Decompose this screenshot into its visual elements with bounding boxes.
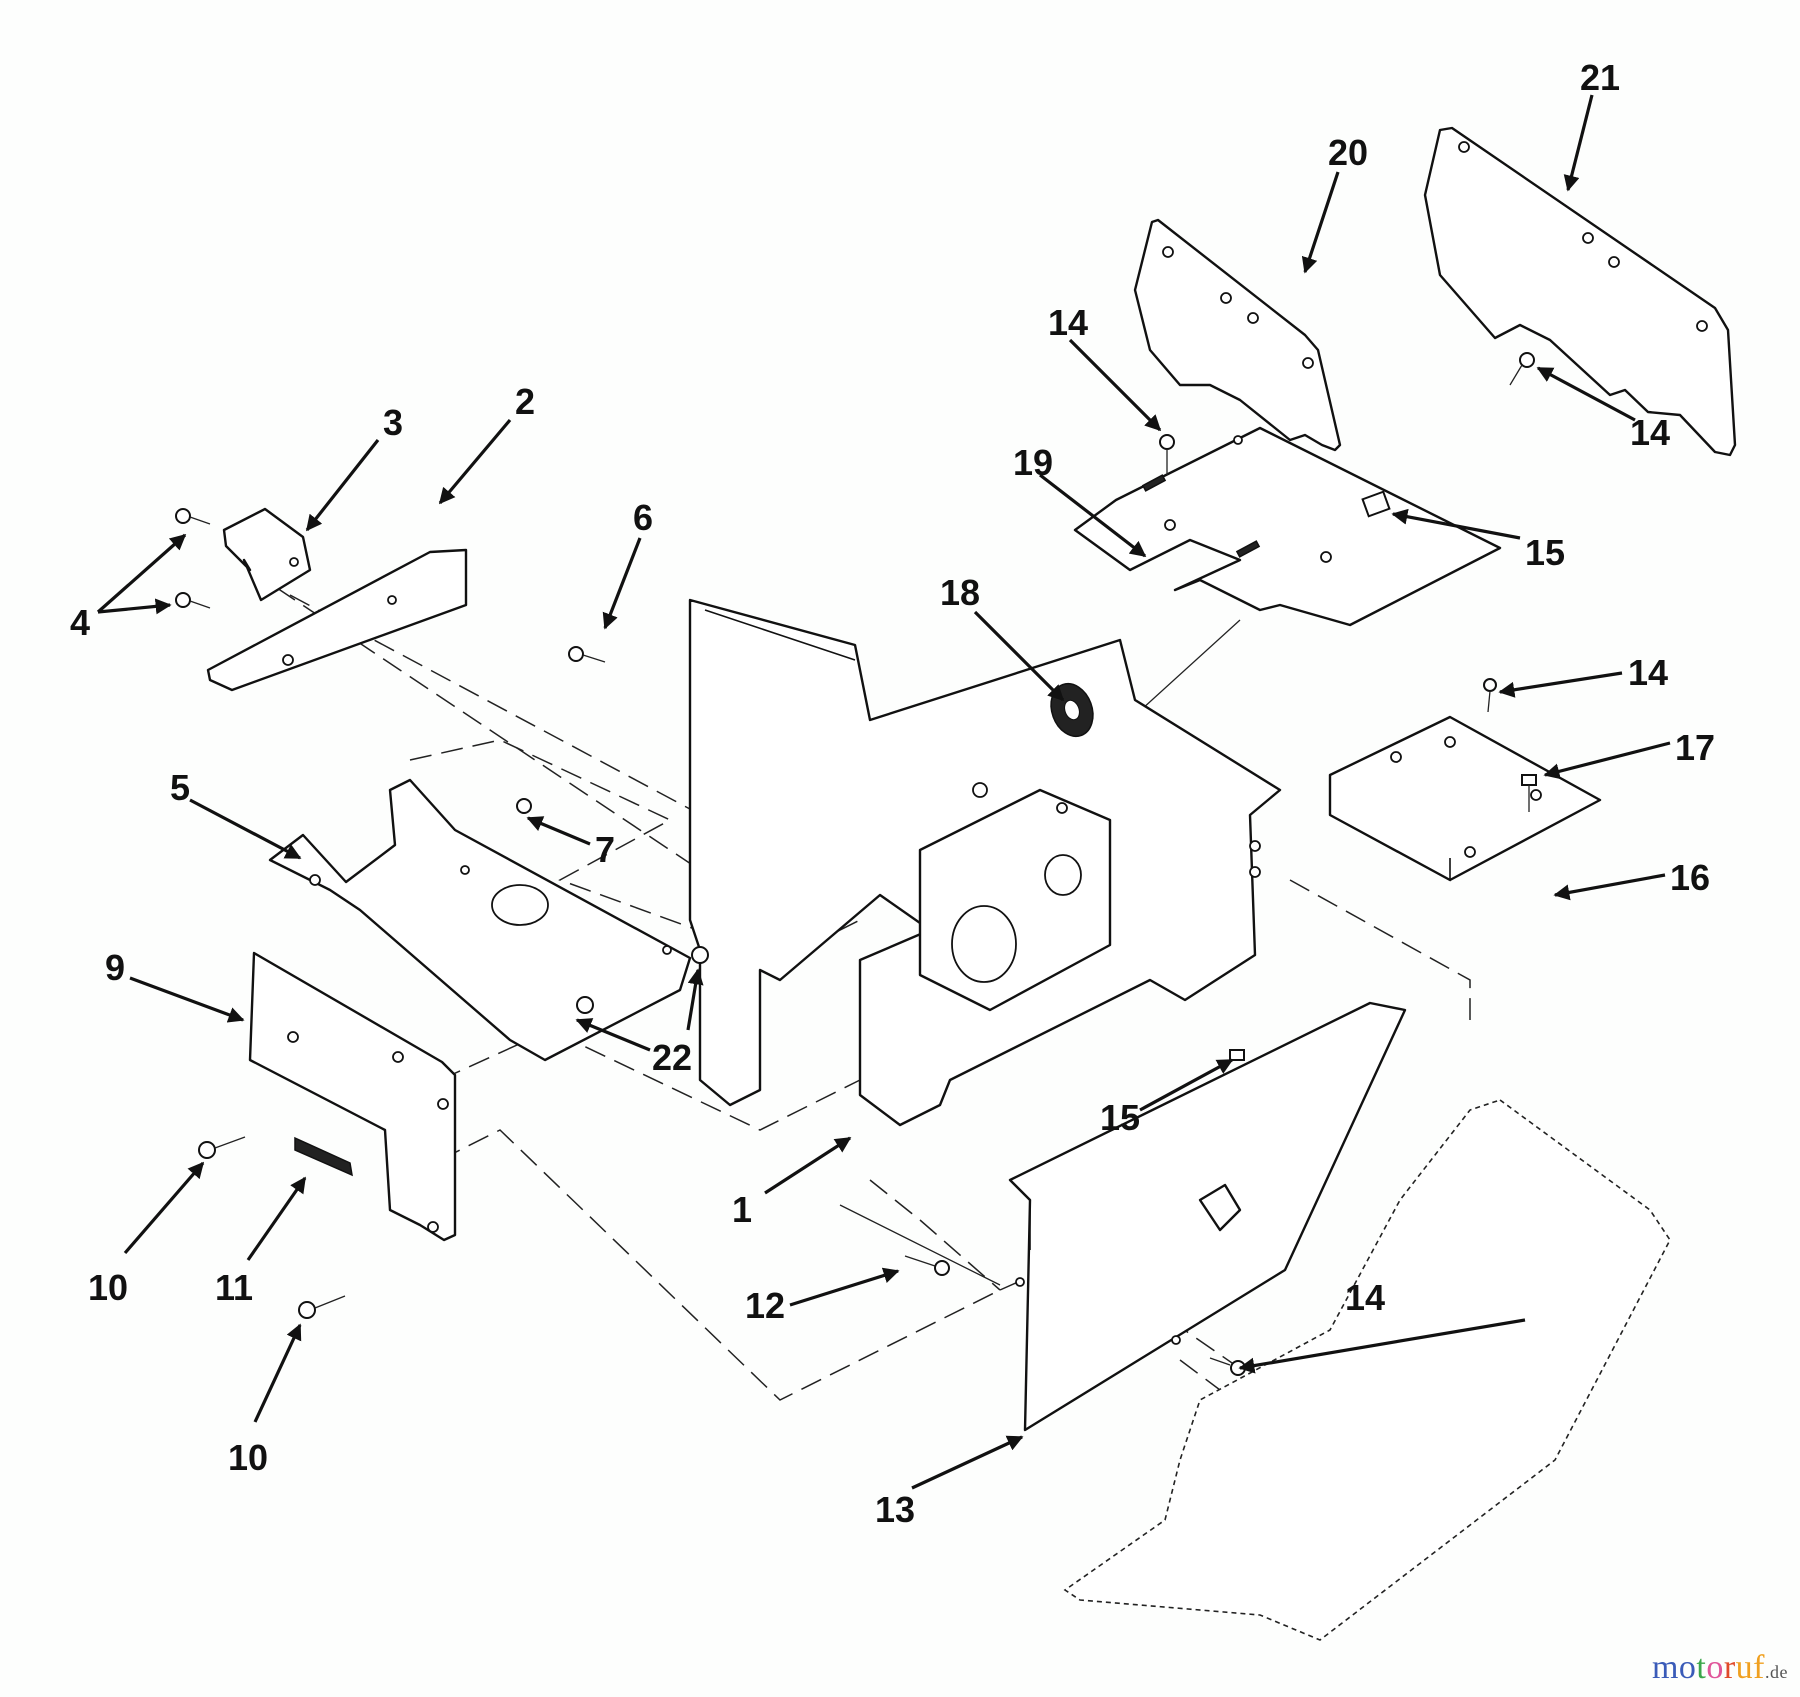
part-21-plate [1423,126,1737,457]
bolt-10b-icon [298,1295,346,1319]
watermark-letter: t [1696,1649,1707,1686]
callout-14a: 14 [1048,302,1088,343]
clip-15b-icon [1229,1049,1245,1061]
callout-18: 18 [940,572,980,613]
callout-19: 19 [1013,442,1053,483]
fasteners [175,352,1537,1376]
callout-20: 20 [1328,132,1368,173]
part-3-clip [222,507,312,602]
callout-1: 1 [732,1189,752,1230]
callout-14d: 14 [1345,1277,1385,1318]
callout-7: 7 [595,829,615,870]
callout-15a: 15 [1525,532,1565,573]
washer-22-icon [576,946,709,1014]
screw-14a-icon [1159,434,1175,475]
part-11-key [294,1136,353,1177]
bolt-10a-icon [198,1136,246,1159]
callout-10b: 10 [228,1437,268,1478]
watermark-letter: o [1678,1649,1697,1686]
callout-labels: 1 2 3 4 5 6 7 9 10 10 11 12 13 14 14 14 … [70,57,1715,1530]
callout-3: 3 [383,402,403,443]
callout-11: 11 [215,1267,253,1308]
clip-15a-icon [1361,490,1391,518]
callout-2: 2 [515,381,535,422]
callout-13: 13 [875,1489,915,1530]
watermark-letter: u [1735,1649,1754,1686]
callout-6: 6 [633,497,653,538]
callout-5: 5 [170,767,190,808]
watermark-letter: r [1723,1649,1736,1686]
part-16-plate [1328,715,1602,882]
watermark-letter: m [1651,1649,1679,1686]
callout-arrows [96,94,1671,1490]
bolt-12-icon [904,1255,950,1276]
bolt-4b-icon [175,592,211,609]
bolt-6-icon [568,646,606,663]
part-9-end-plate [248,951,457,1242]
pin-17-icon [1521,774,1537,812]
callout-17: 17 [1675,727,1715,768]
callout-9: 9 [105,947,125,988]
part-13-side-panel [1008,1001,1407,1432]
callout-10a: 10 [88,1267,128,1308]
callout-14c: 14 [1628,652,1668,693]
footrest-pan-outline [1063,1099,1671,1641]
screw-14c-icon [1483,678,1497,713]
part-5-plate [268,778,692,1062]
callout-15b: 15 [1100,1097,1140,1138]
screw-14b-icon [1509,352,1535,386]
part-19-plate [1073,426,1502,627]
part-20-plate [1133,218,1342,452]
bolt-4a-icon [175,508,211,525]
callout-4: 4 [70,602,90,643]
motoruf-watermark: motoruf.de [1652,1649,1788,1687]
part-1-main-frame [688,598,1282,1127]
watermark-letter: o [1706,1649,1724,1686]
callout-16: 16 [1670,857,1710,898]
callout-22: 22 [652,1037,692,1078]
callout-12: 12 [745,1285,785,1326]
callout-21: 21 [1580,57,1620,98]
callout-14b: 14 [1630,412,1670,453]
nut-7-icon [516,798,532,814]
part-2-bracket [206,548,468,692]
watermark-letter: f [1753,1649,1765,1686]
watermark-suffix: .de [1765,1662,1788,1682]
